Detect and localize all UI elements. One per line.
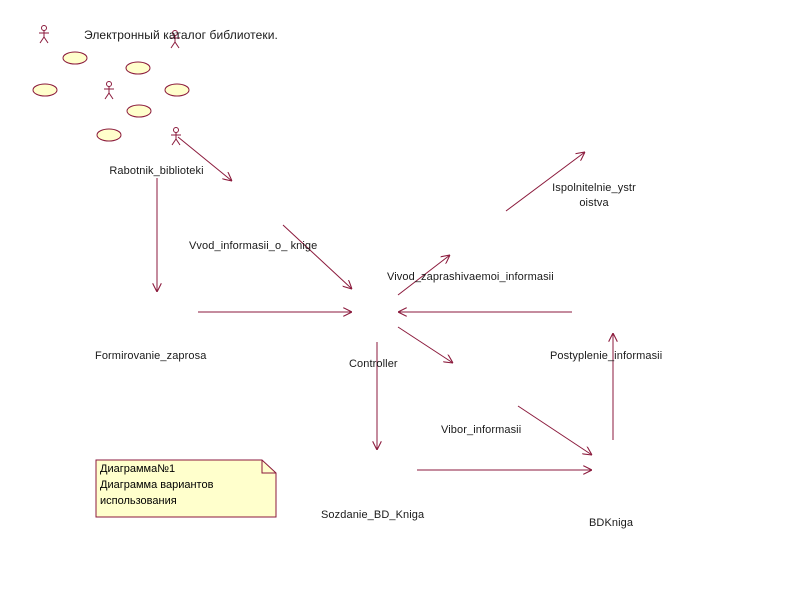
diagram-title: Электронный каталог библиотеки. — [84, 28, 278, 42]
note-line-3: использования — [100, 495, 177, 507]
note-line-1: Диаграмма№1 — [100, 463, 176, 475]
message-label-vvod: Vvod_informasii_o_ knige — [189, 240, 318, 252]
message-label-vivod: Vivod_zaprashivaemoi_informasii — [387, 271, 554, 283]
actor-icon-rabotnik — [171, 127, 181, 146]
actor-icon-3 — [104, 81, 114, 100]
arrow-controller-to-vivod — [397, 255, 450, 296]
message-label-vibor: Vibor_informasii — [441, 424, 522, 436]
actor-label: Rabotnik_biblioteki — [109, 165, 204, 177]
usecase-ellipse — [32, 83, 58, 97]
note-line-2: Диаграмма вариантов — [100, 479, 214, 491]
arrow-to-ispolnitelnie — [505, 152, 585, 212]
node-label-controller: Controller — [349, 358, 398, 370]
node-label-postyplenie: Postyplenie_informasii — [550, 350, 663, 362]
usecase-ellipse — [164, 83, 190, 97]
usecase-ellipse — [96, 128, 122, 142]
node-label-sozdanie: Sozdanie_BD_Kniga — [321, 509, 425, 521]
arrow-actor-to-message — [177, 136, 232, 181]
node-label-formirovanie: Formirovanie_zaprosa — [95, 350, 207, 362]
arrow-vibor-to-bdkniga — [517, 405, 592, 455]
usecase-ellipse — [125, 61, 151, 75]
actor-icon-2 — [170, 30, 180, 49]
usecase-ellipse — [62, 51, 88, 65]
actor-icon-1 — [39, 25, 49, 44]
arrow-controller-to-postyplenie — [397, 326, 453, 363]
diagram-note — [95, 459, 277, 518]
usecase-ellipse — [126, 104, 152, 118]
node-label-bdkniga: BDKniga — [589, 517, 634, 529]
arrow-vvod-to-controller — [282, 224, 352, 289]
node-label-ispolnitelnie: Ispolnitelnie_ystroistva — [552, 182, 636, 209]
